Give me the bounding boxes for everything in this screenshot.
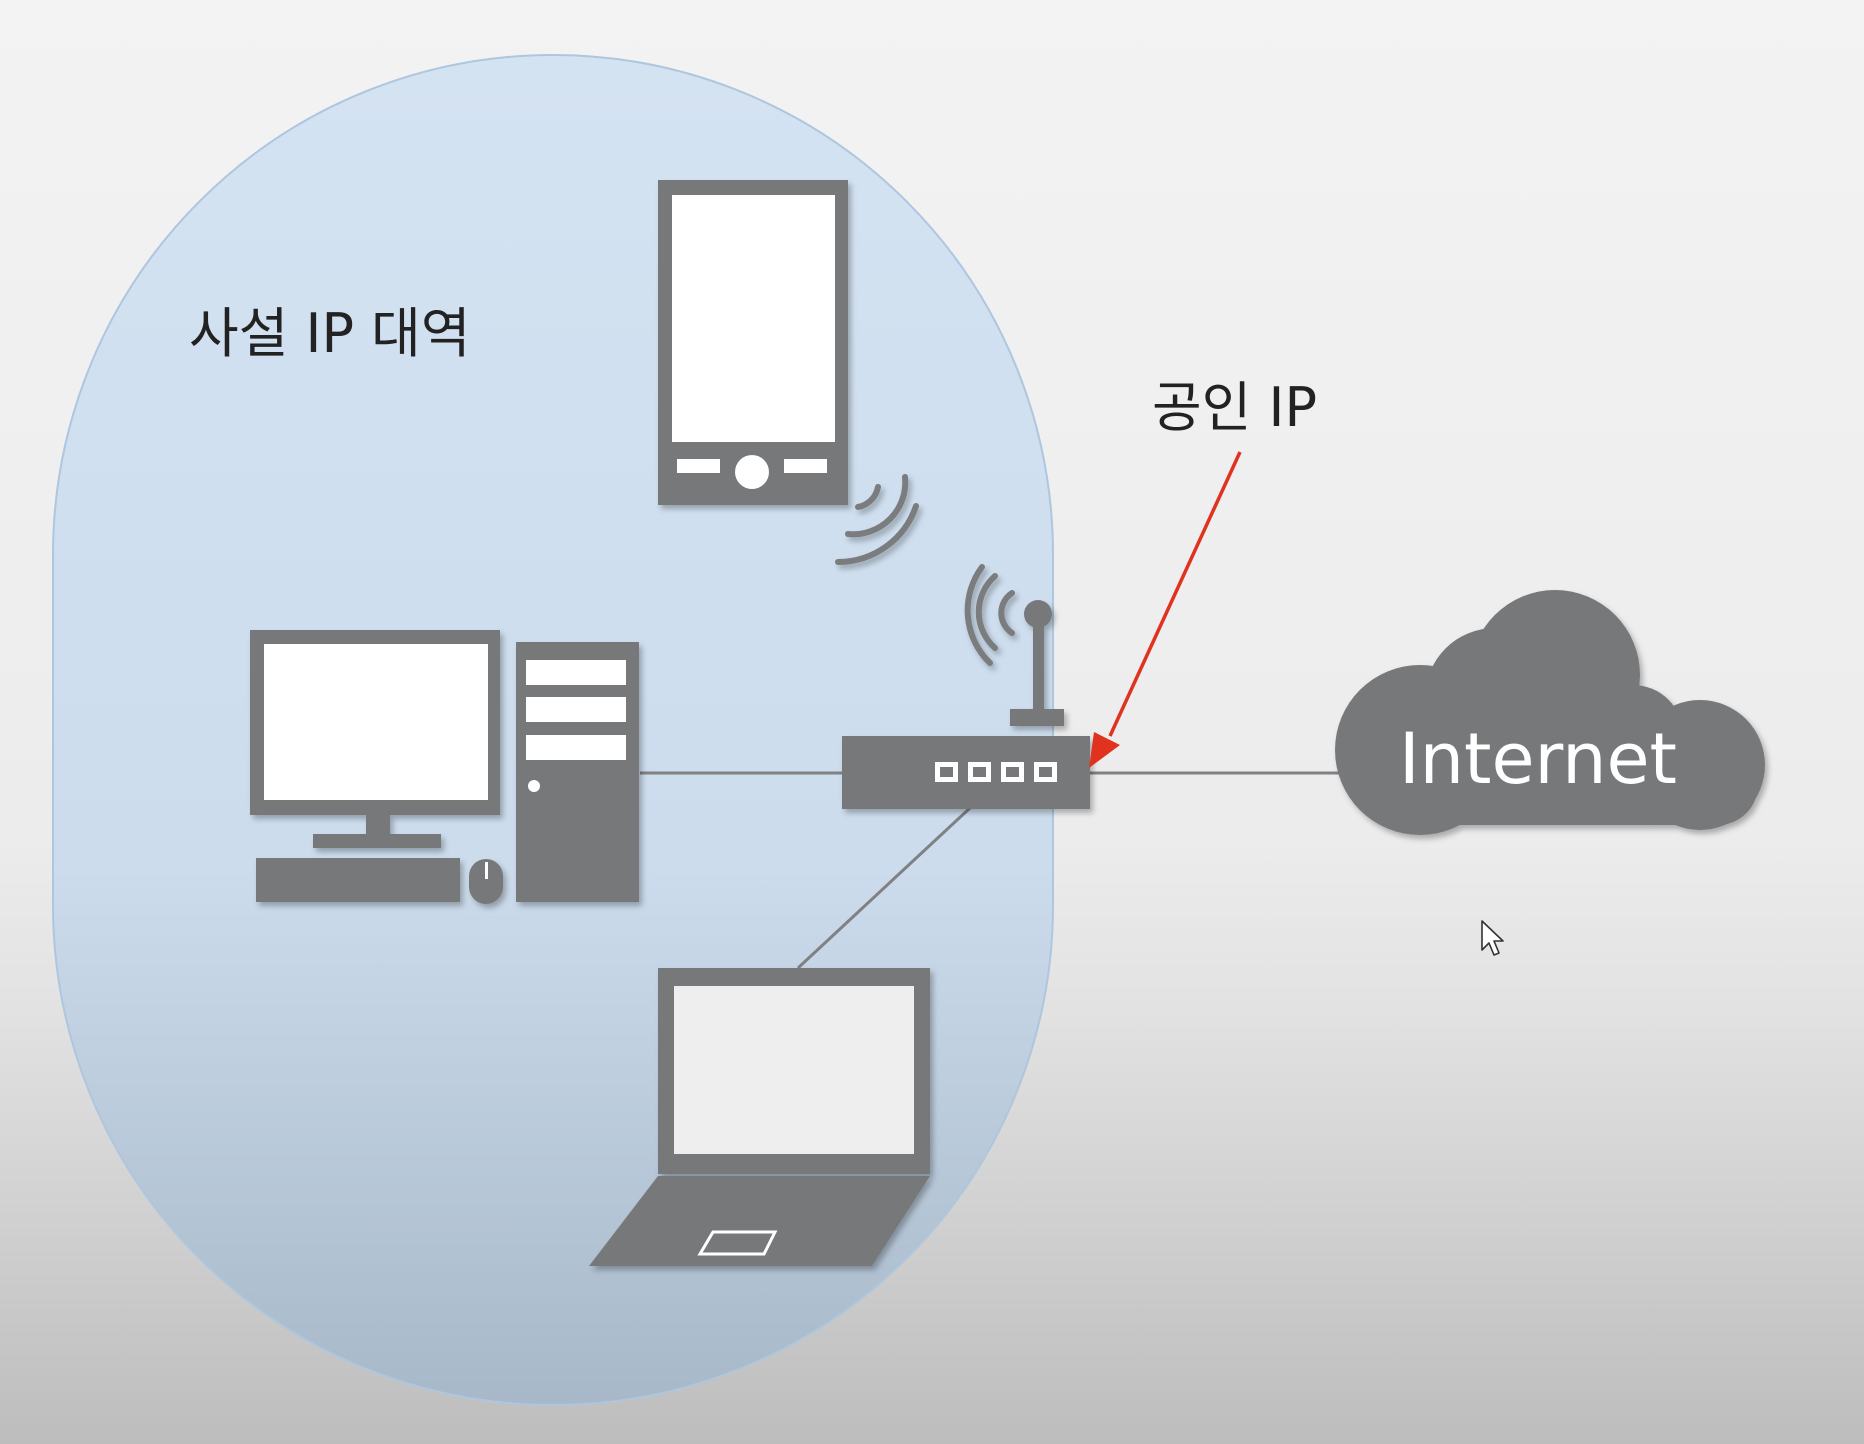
antenna-icon (1033, 616, 1044, 712)
private-ip-zone-label: 사설 IP 대역 (189, 302, 471, 365)
internet-cloud-icon (1335, 590, 1765, 835)
public-ip-arrow (1089, 451, 1242, 768)
public-ip-label: 공인 IP (1152, 376, 1317, 439)
network-links (640, 771, 1340, 970)
keyboard-icon (256, 858, 460, 902)
computer-tower-icon (516, 642, 639, 902)
laptop-link (796, 806, 972, 970)
touchpad-icon (697, 1230, 778, 1256)
laptop-icon (589, 968, 930, 1266)
internet-label: Internet (1399, 718, 1677, 800)
router-wifi-waves-icon (964, 564, 1015, 666)
mouse-icon (469, 859, 503, 904)
desktop-computer-icon (250, 630, 639, 904)
phone-wifi-waves-icon (835, 474, 919, 566)
mouse-cursor-icon (1481, 920, 1504, 956)
smartphone-icon (658, 180, 848, 505)
router-icon (842, 600, 1090, 809)
